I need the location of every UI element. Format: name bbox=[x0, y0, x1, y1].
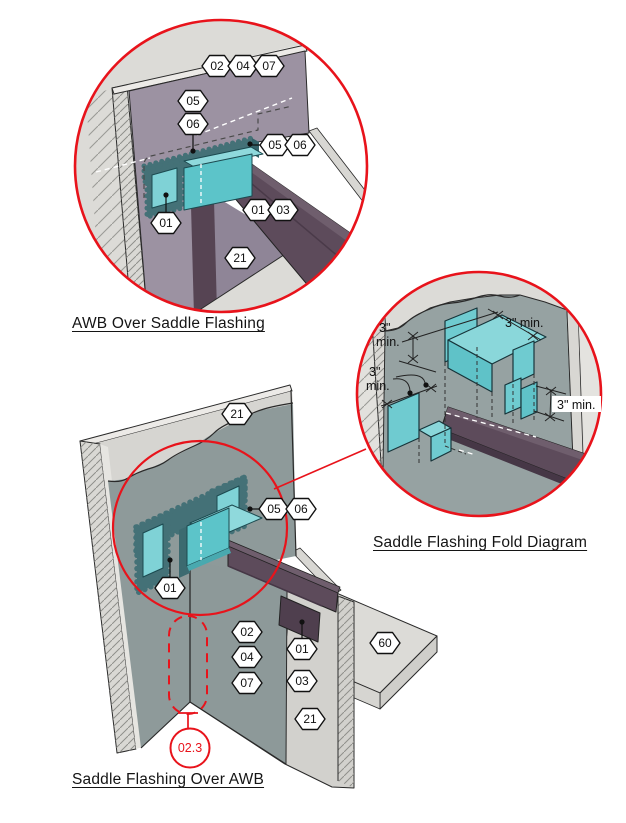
hex-label-text: 07 bbox=[262, 59, 276, 73]
hex-label-06: 06 bbox=[177, 112, 209, 136]
hex-label-text: 06 bbox=[293, 138, 307, 152]
hex-label-03: 03 bbox=[267, 198, 299, 222]
hex-label-60: 60 bbox=[369, 631, 401, 655]
hex-label-21: 21 bbox=[224, 246, 256, 270]
hex-label-07: 07 bbox=[231, 671, 263, 695]
hex-label-03: 03 bbox=[286, 669, 318, 693]
hex-label-06: 06 bbox=[285, 497, 317, 521]
hex-label-21: 21 bbox=[221, 402, 253, 426]
hex-label-text: 05 bbox=[186, 94, 200, 108]
hex-label-01: 01 bbox=[150, 211, 182, 235]
hex-label-text: 21 bbox=[230, 407, 244, 421]
hex-label-06: 06 bbox=[284, 133, 316, 157]
hex-label-text: 05 bbox=[267, 502, 281, 516]
detail-ring bbox=[73, 18, 369, 314]
title-awb-over-saddle-flashing: AWB Over Saddle Flashing bbox=[72, 315, 265, 332]
title-saddle-flashing-fold-diagram: Saddle Flashing Fold Diagram bbox=[373, 534, 588, 551]
title-saddle-flashing-over-awb: Saddle Flashing Over AWB bbox=[72, 771, 265, 788]
hex-label-05: 05 bbox=[258, 497, 290, 521]
hex-label-text: 02 bbox=[210, 59, 224, 73]
hex-label-text: 21 bbox=[233, 251, 247, 265]
detail-reference-bubble bbox=[169, 727, 211, 769]
detail-reference-link bbox=[178, 712, 198, 729]
hex-label-text: 01 bbox=[295, 642, 309, 656]
detail-reference-layer: 02.3 bbox=[178, 741, 202, 755]
flashing-left-panel bbox=[142, 523, 164, 578]
fold-lines-dashed bbox=[418, 347, 535, 466]
left-wall-awb-face bbox=[108, 404, 296, 748]
hex-label-text: 02 bbox=[240, 625, 254, 639]
hidden-flashing-outline bbox=[95, 97, 293, 198]
detail-callout-circle bbox=[111, 439, 289, 617]
hex-label-layer: 02 04 07 05 06 05 06 01 01 03 21 21 05 06 01 02 04 07 01 03… bbox=[150, 54, 401, 731]
dimension-label: 3" bbox=[379, 321, 390, 335]
hex-label-text: 21 bbox=[303, 712, 317, 726]
hex-label-21: 21 bbox=[294, 707, 326, 731]
hex-label-01: 01 bbox=[154, 576, 186, 600]
saddle-flashing-top-detail bbox=[141, 135, 264, 220]
hex-label-text: 06 bbox=[294, 502, 308, 516]
awb-over-saddle-flashing-detail bbox=[73, 18, 369, 314]
detail-ring bbox=[355, 270, 603, 518]
hex-label-text: 60 bbox=[378, 636, 392, 650]
hex-label-text: 01 bbox=[159, 216, 173, 230]
hex-label-04: 04 bbox=[231, 645, 263, 669]
hex-label-05: 05 bbox=[177, 89, 209, 113]
hex-label-text: 06 bbox=[186, 117, 200, 131]
hex-label-text: 07 bbox=[240, 676, 254, 690]
hex-label-02: 02 bbox=[201, 54, 233, 78]
hex-label-01: 01 bbox=[242, 198, 274, 222]
hex-label-02: 02 bbox=[231, 620, 263, 644]
steel-beam bbox=[227, 539, 341, 643]
dimension-text-layer: 3"min.3"min.3" min.3" min. bbox=[366, 316, 601, 412]
hex-label-text: 01 bbox=[163, 581, 177, 595]
dimension-label: min. bbox=[366, 379, 390, 393]
beam-end-flashing-flap bbox=[278, 595, 321, 643]
dimension-label: 3" min. bbox=[505, 316, 543, 330]
hex-label-text: 05 bbox=[268, 138, 282, 152]
hex-label-text: 04 bbox=[240, 650, 254, 664]
steel-beam-fold-detail bbox=[438, 406, 601, 496]
dimension-label: 3" bbox=[369, 365, 380, 379]
hex-label-01: 01 bbox=[286, 637, 318, 661]
detail-connector-line bbox=[273, 448, 367, 490]
hex-label-text: 01 bbox=[251, 203, 265, 217]
dimension-lines bbox=[380, 308, 567, 422]
dimension-label: 3" min. bbox=[557, 398, 595, 412]
hex-label-text: 04 bbox=[236, 59, 250, 73]
hex-label-text: 03 bbox=[276, 203, 290, 217]
dimension-label: min. bbox=[376, 335, 400, 349]
hex-label-text: 03 bbox=[295, 674, 309, 688]
detail-reference-text: 02.3 bbox=[178, 741, 202, 755]
hidden-edges-white-dashed bbox=[445, 412, 537, 456]
hex-label-07: 07 bbox=[253, 54, 285, 78]
